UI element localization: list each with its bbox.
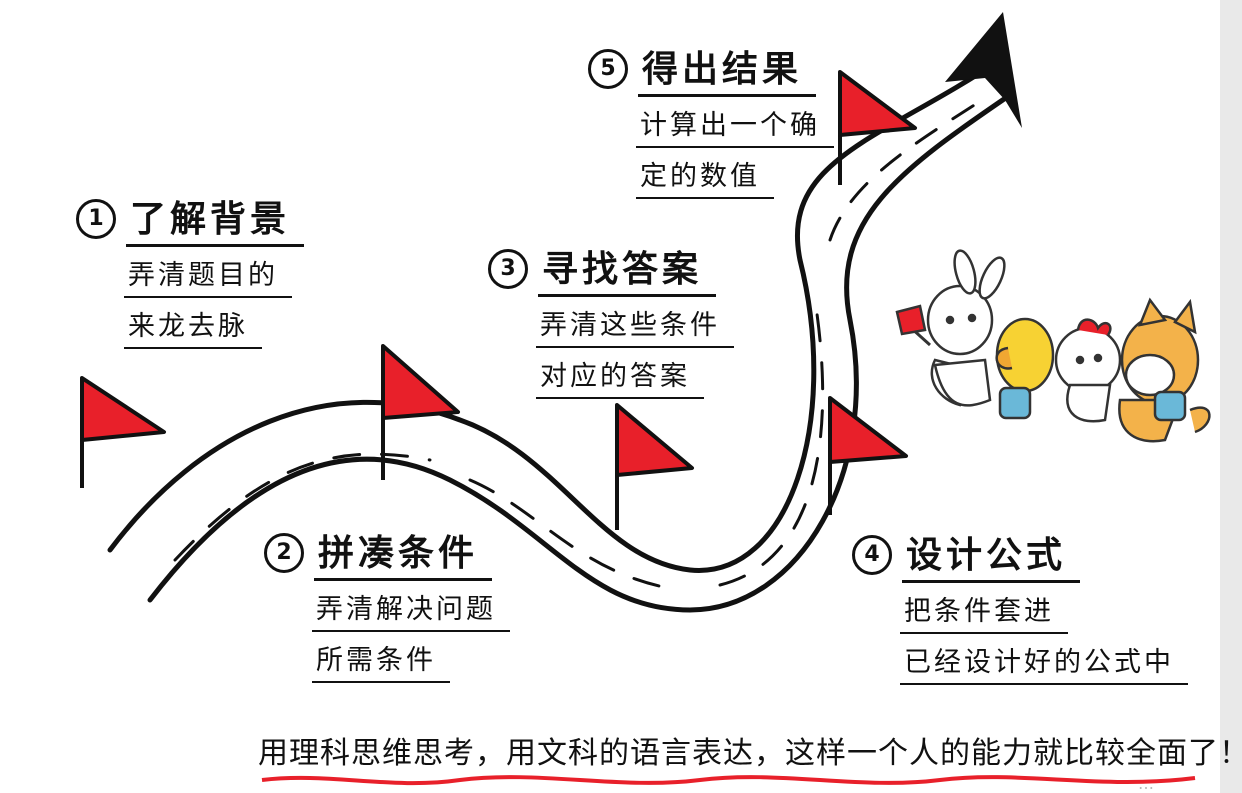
step-text: 所需条件 — [312, 632, 450, 683]
step-number: 1 — [76, 198, 116, 239]
step-title: 了解背景 — [126, 190, 305, 247]
step-title: 得出结果 — [638, 40, 817, 97]
step-number: 2 — [264, 532, 304, 573]
step-text: 已经设计好的公式中 — [900, 634, 1188, 685]
step-number: 4 — [852, 534, 892, 575]
step-number: 3 — [488, 248, 528, 289]
step-2: 2 拼凑条件 弄清解决问题 所需条件 — [264, 524, 510, 683]
step-text: 对应的答案 — [536, 348, 704, 399]
step-title: 设计公式 — [902, 526, 1081, 583]
animal-friends-illustration — [895, 249, 1211, 443]
flag-icon — [80, 376, 166, 488]
step-title: 寻找答案 — [538, 240, 717, 297]
watermark: … — [1138, 774, 1154, 793]
footer-summary: 用理科思维思考，用文科的语言表达，这样一个人的能力就比较全面了！ — [258, 736, 1242, 771]
step-title: 拼凑条件 — [314, 524, 493, 581]
step-text: 定的数值 — [636, 148, 774, 199]
arrow-head-icon — [945, 12, 1022, 128]
footer-underline — [261, 775, 1196, 786]
step-text: 弄清题目的 — [124, 247, 292, 298]
page-edge — [1220, 0, 1242, 793]
step-number: 5 — [588, 48, 628, 89]
step-text: 把条件套进 — [900, 583, 1068, 634]
step-text: 弄清这些条件 — [536, 297, 734, 348]
flag-icon — [838, 70, 917, 185]
step-5: 5 得出结果 计算出一个确 定的数值 — [588, 40, 834, 199]
step-text: 计算出一个确 — [636, 97, 834, 148]
step-1: 1 了解背景 弄清题目的 来龙去脉 — [76, 190, 305, 349]
flag-icon — [828, 396, 908, 515]
flag-icon — [615, 403, 694, 530]
step-text: 弄清解决问题 — [312, 581, 510, 632]
step-text: 来龙去脉 — [124, 298, 262, 349]
flag-icon — [381, 344, 460, 480]
step-3: 3 寻找答案 弄清这些条件 对应的答案 — [488, 240, 734, 399]
step-4: 4 设计公式 把条件套进 已经设计好的公式中 — [852, 526, 1188, 685]
road-arrow-icon — [107, 57, 1013, 613]
